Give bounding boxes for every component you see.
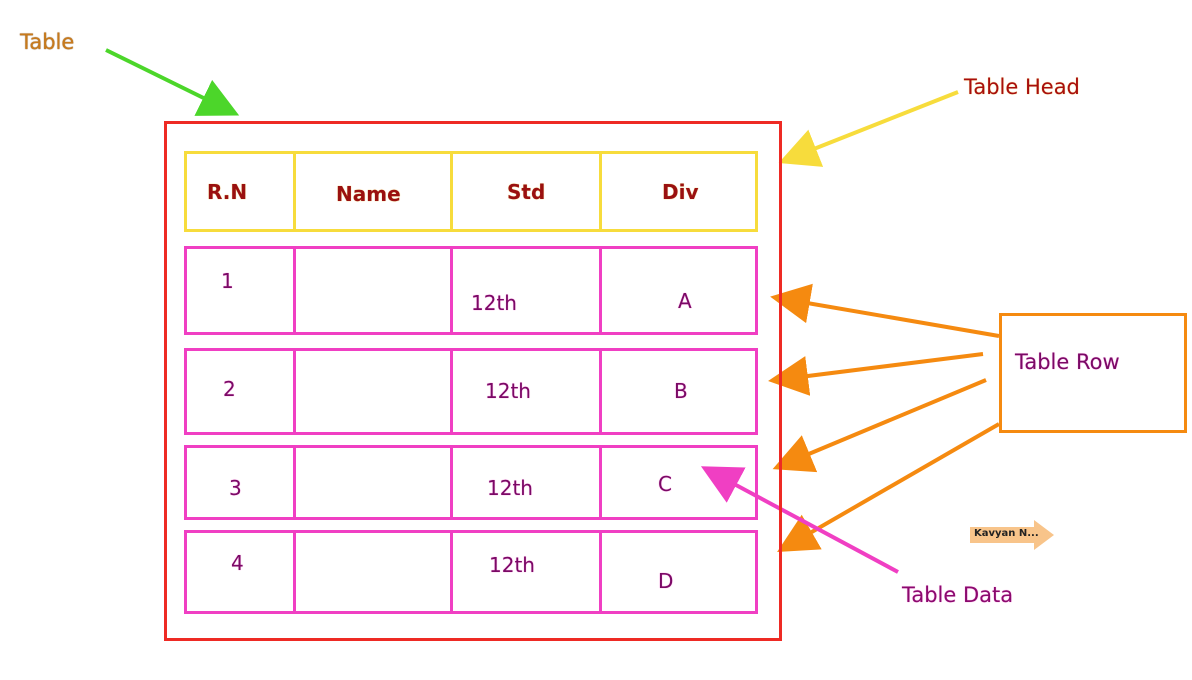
header-text: Std (507, 180, 546, 204)
table-row: 2 12th B (184, 348, 758, 435)
table-frame (164, 121, 782, 641)
cell-text: 12th (471, 291, 517, 315)
table-data-cell (293, 249, 450, 332)
table-data-cell: 12th (450, 533, 599, 611)
cell-text: A (678, 289, 692, 313)
table-row: 1 12th A (184, 246, 758, 335)
table-data-cell: 12th (450, 448, 599, 517)
cell-text: 12th (485, 379, 531, 403)
cell-text: 12th (487, 476, 533, 500)
table-data-cell: B (599, 351, 755, 432)
cell-text: C (658, 472, 672, 496)
header-text: Name (336, 182, 401, 206)
label-table-head: Table Head (964, 75, 1080, 99)
table-row-callout-box (999, 313, 1187, 433)
table-row-arrow-1 (770, 283, 1000, 338)
table-data-cell: 2 (187, 351, 293, 432)
table-data-cell: 3 (187, 448, 293, 517)
table-data-cell: 12th (450, 351, 599, 432)
table-data-cell: A (599, 249, 755, 332)
cell-text: 12th (489, 553, 535, 577)
cell-text: 2 (223, 377, 236, 401)
header-text: R.N (207, 180, 248, 204)
table-data-cell: C (599, 448, 755, 517)
table-row: 4 12th D (184, 530, 758, 614)
label-table: Table (20, 30, 75, 54)
label-table-data: Table Data (902, 583, 1014, 607)
table-data-cell: D (599, 533, 755, 611)
header-cell-div: Div (599, 154, 755, 229)
table-data-cell: 12th (450, 249, 599, 332)
table-head-row: R.N Name Std Div (184, 151, 758, 232)
table-data-arrow (700, 466, 899, 574)
header-text: Div (662, 180, 699, 204)
table-row: 3 12th C (184, 445, 758, 520)
cell-text: D (658, 569, 674, 593)
table-arrow (105, 48, 240, 116)
name-tag-arrow (970, 520, 1054, 550)
table-data-cell (293, 351, 450, 432)
table-data-cell (293, 533, 450, 611)
header-cell-rn: R.N (187, 154, 293, 229)
table-data-cell (293, 448, 450, 517)
table-row-arrow-2 (768, 352, 984, 396)
cell-text: 4 (231, 551, 244, 575)
table-data-cell: 1 (187, 249, 293, 332)
table-row-arrow-4 (777, 422, 1000, 552)
label-table-row: Table Row (1015, 350, 1120, 374)
header-cell-std: Std (450, 154, 599, 229)
table-head-arrow (778, 90, 959, 167)
cell-text: 1 (221, 269, 234, 293)
table-row-arrow-3 (772, 378, 987, 473)
name-tag-text: Kavyan N... (974, 528, 1039, 539)
table-data-cell: 4 (187, 533, 293, 611)
cell-text: 3 (229, 476, 242, 500)
header-cell-name: Name (293, 154, 450, 229)
cell-text: B (674, 379, 688, 403)
